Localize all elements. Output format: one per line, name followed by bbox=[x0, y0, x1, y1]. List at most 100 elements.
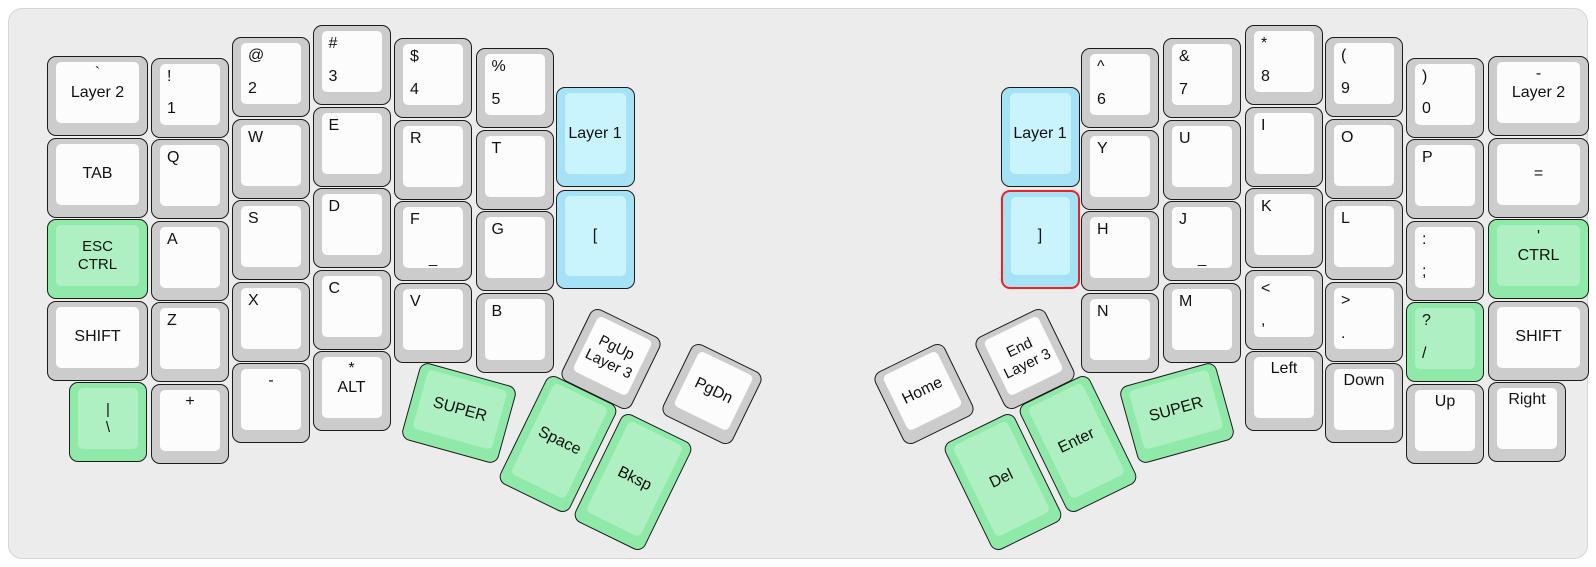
key-f[interactable]: F_ bbox=[394, 201, 472, 282]
key-asterisk-8[interactable]: *8 bbox=[1245, 25, 1323, 105]
key-tab[interactable]: TAB bbox=[47, 137, 148, 218]
keycap-face bbox=[1172, 288, 1232, 350]
key-i[interactable]: I bbox=[1245, 106, 1323, 187]
key-amp-7[interactable]: &7 bbox=[1163, 38, 1241, 119]
key-question-slash[interactable]: ?/ bbox=[1406, 302, 1484, 382]
key-arrow-left[interactable]: Left bbox=[1245, 351, 1323, 431]
keycap-face bbox=[56, 143, 139, 205]
key-colon-semicolon[interactable]: :; bbox=[1406, 220, 1484, 301]
keycap-face bbox=[1334, 369, 1394, 431]
key-r[interactable]: R bbox=[394, 119, 472, 200]
key-c[interactable]: C bbox=[312, 269, 391, 350]
key-equals[interactable]: = bbox=[1488, 137, 1589, 218]
keycap-face bbox=[241, 369, 301, 431]
key-dash-layer2[interactable]: -Layer 2 bbox=[1488, 56, 1589, 136]
key-esc-ctrl[interactable]: ESC CTRL bbox=[47, 219, 148, 299]
keycap-face bbox=[1497, 306, 1580, 368]
key-shift-left[interactable]: SHIFT bbox=[47, 300, 148, 381]
keycap-face bbox=[673, 350, 754, 432]
key-h[interactable]: H bbox=[1081, 211, 1159, 291]
key-caret-6[interactable]: ^6 bbox=[1081, 48, 1159, 128]
keycap-face bbox=[1415, 63, 1475, 125]
key-l[interactable]: L bbox=[1325, 200, 1403, 281]
key-pipe-backslash[interactable]: | \ bbox=[69, 382, 147, 462]
key-grave-layer2[interactable]: `Layer 2 bbox=[47, 56, 148, 136]
key-asterisk-alt[interactable]: *ALT bbox=[312, 351, 391, 431]
key-layer1-right[interactable]: Layer 1 bbox=[1000, 87, 1080, 187]
keycap-face bbox=[1172, 125, 1232, 187]
key-x[interactable]: X bbox=[232, 281, 310, 362]
key-w[interactable]: W bbox=[232, 118, 310, 199]
key-v[interactable]: V bbox=[394, 282, 472, 363]
key-p[interactable]: P bbox=[1406, 139, 1484, 219]
keycap-face bbox=[160, 226, 220, 288]
key-arrow-right[interactable]: Right bbox=[1488, 382, 1566, 462]
keycap-face bbox=[564, 196, 626, 276]
keycap-face bbox=[403, 288, 463, 350]
keycap-face bbox=[56, 225, 139, 286]
keycap-face bbox=[1497, 225, 1580, 286]
key-m[interactable]: M bbox=[1163, 282, 1241, 363]
key-super-right[interactable]: SUPER bbox=[1118, 361, 1236, 465]
keycap-face bbox=[484, 298, 545, 360]
keycap-face bbox=[241, 287, 301, 349]
keycap-face bbox=[321, 194, 382, 255]
key-greater-period[interactable]: >. bbox=[1325, 281, 1403, 362]
key-quote-ctrl[interactable]: 'CTRL bbox=[1488, 219, 1589, 299]
key-less-comma[interactable]: <, bbox=[1245, 269, 1323, 350]
key-home[interactable]: Home bbox=[871, 340, 977, 448]
key-u[interactable]: U bbox=[1163, 119, 1241, 200]
key-plus[interactable]: + bbox=[151, 383, 229, 464]
key-at-2[interactable]: @2 bbox=[232, 37, 310, 118]
keycap-face bbox=[1128, 369, 1224, 450]
keycap-face bbox=[1334, 124, 1394, 186]
key-d[interactable]: D bbox=[312, 188, 391, 268]
keycap-face bbox=[484, 54, 545, 115]
keycap-face bbox=[412, 369, 508, 450]
key-n[interactable]: N bbox=[1081, 292, 1159, 373]
key-o[interactable]: O bbox=[1325, 118, 1403, 199]
keycap-face bbox=[1334, 287, 1394, 349]
keycap-face bbox=[1010, 197, 1070, 275]
key-minus[interactable]: - bbox=[232, 363, 310, 444]
key-dollar-4[interactable]: $4 bbox=[394, 38, 472, 119]
keycap-face bbox=[1334, 206, 1394, 268]
keycap-face bbox=[1254, 31, 1314, 92]
key-g[interactable]: G bbox=[475, 211, 554, 291]
key-left-bracket[interactable]: [ bbox=[555, 190, 635, 289]
key-pgdn[interactable]: PgDn bbox=[659, 340, 765, 448]
key-paren-0[interactable]: )0 bbox=[1406, 57, 1484, 138]
keycap-face bbox=[1497, 62, 1580, 123]
key-arrow-up[interactable]: Up bbox=[1406, 383, 1484, 464]
keycap-face bbox=[1009, 93, 1071, 174]
keycap-face bbox=[321, 31, 382, 92]
key-hash-3[interactable]: #3 bbox=[312, 25, 391, 105]
key-layer1-left[interactable]: Layer 1 bbox=[555, 87, 635, 187]
keycap-face bbox=[1172, 207, 1232, 269]
key-k[interactable]: K bbox=[1245, 188, 1323, 268]
keycap-face bbox=[882, 350, 963, 432]
keycap-face bbox=[1415, 308, 1475, 369]
key-shift-right[interactable]: SHIFT bbox=[1488, 300, 1589, 381]
keycap-face bbox=[1497, 143, 1580, 205]
key-q[interactable]: Q bbox=[151, 139, 229, 219]
keycap-face bbox=[241, 43, 301, 105]
key-arrow-down[interactable]: Down bbox=[1325, 363, 1403, 444]
key-paren-9[interactable]: (9 bbox=[1325, 37, 1403, 118]
key-super-left[interactable]: SUPER bbox=[400, 361, 518, 465]
key-j[interactable]: J_ bbox=[1163, 201, 1241, 282]
key-y[interactable]: Y bbox=[1081, 129, 1159, 210]
key-t[interactable]: T bbox=[475, 129, 554, 210]
key-e[interactable]: E bbox=[312, 106, 391, 187]
key-z[interactable]: Z bbox=[151, 302, 229, 382]
keycap-face bbox=[160, 389, 220, 451]
keycap-face bbox=[484, 135, 545, 197]
key-s[interactable]: S bbox=[232, 200, 310, 281]
keycap-face bbox=[1254, 112, 1314, 174]
key-right-bracket[interactable]: ] bbox=[1000, 190, 1080, 289]
key-a[interactable]: A bbox=[151, 220, 229, 301]
key-excl-1[interactable]: !1 bbox=[151, 57, 229, 138]
key-percent-5[interactable]: %5 bbox=[475, 48, 554, 128]
key-b[interactable]: B bbox=[475, 292, 554, 373]
